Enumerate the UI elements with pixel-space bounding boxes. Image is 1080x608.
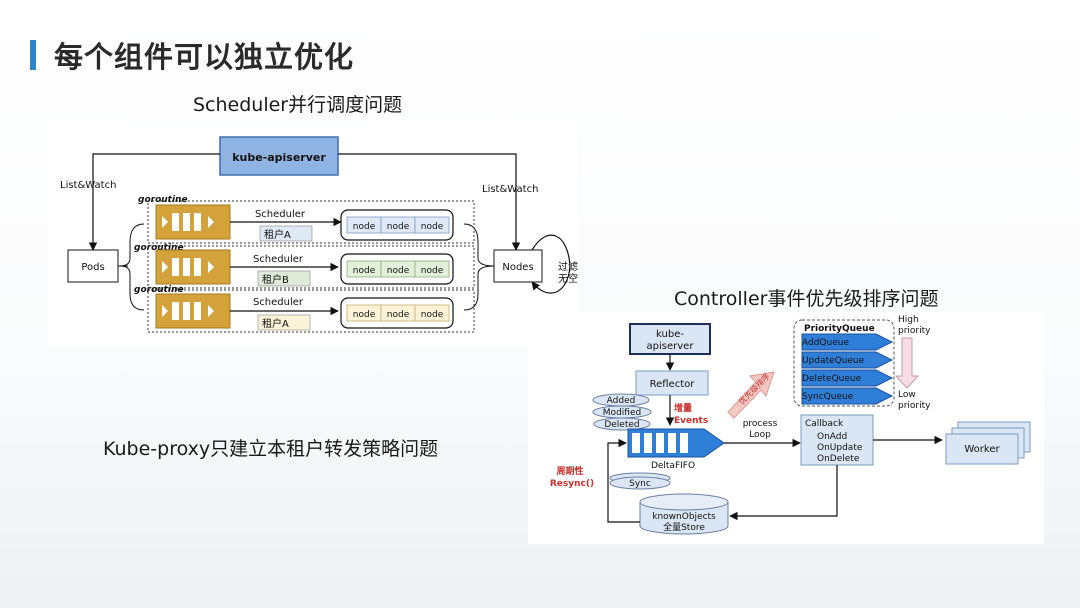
scheduler-label-1: Scheduler [255,209,306,220]
scheduler-diagram-panel: kube-apiserver List&Watch List&Watch Pod… [48,124,634,346]
goroutine-queue-icon-2 [155,249,231,285]
node-3-2-label: node [387,310,410,320]
callback-box [800,414,874,466]
goroutine-label-1: goroutine [138,195,188,205]
right-brace [463,223,495,311]
node-1-1-label: node [353,222,376,232]
controller-diagram: kube- apiserver Reflector Added Modified… [550,315,1031,535]
left-brace [119,223,145,311]
goroutine-row-2: goroutine Scheduler 租户B node node node [134,243,475,289]
modified-label: Modified [603,408,641,418]
node-2-1-label: node [353,266,376,276]
nodes-label: Nodes [502,262,533,273]
goroutine-label-2: goroutine [134,243,184,253]
resync-arrow [607,438,640,523]
reflector-label: Reflector [650,379,696,390]
list-watch-left-arrow [88,153,220,251]
queue-delete-label: DeleteQueue [802,374,862,384]
periodic-label-1: 周期性 [556,465,583,477]
callback-to-store-arrow [729,465,838,521]
node-3-3 [414,304,450,322]
scheduler-label-3: Scheduler [253,297,304,308]
on-update-label: OnUpdate [817,443,863,453]
filter-note-1: 过滤掉 [558,260,578,273]
nodes-filter-loop-arrow [531,234,571,294]
ctrl-apiserver-label-2: apiserver [647,341,695,352]
on-add-label: OnAdd [817,432,847,442]
queue-update [801,351,894,369]
goroutine-row-3: goroutine Scheduler 租户A node node node [134,285,475,333]
list-watch-right-label: List&Watch [482,184,538,195]
goroutine-queue-icon-3 [155,293,231,329]
node-2-3-label: node [421,266,444,276]
low-priority-label-2: priority [898,401,931,411]
pods-box [67,249,119,283]
priority-down-arrow [894,337,920,389]
process-label-1: process [743,419,778,429]
sync-label: Sync [629,479,651,489]
goroutine-row-1: goroutine Scheduler 租户A node node node [138,195,475,244]
callback-title: Callback [805,419,844,429]
known-label-1: knownObjects [652,512,716,522]
node-3-3-label: node [421,310,444,320]
node-1-3 [414,216,450,234]
queue-sync [801,387,894,405]
page-title: 每个组件可以独立优化 [54,40,355,74]
queue-add-label: AddQueue [802,338,849,348]
low-priority-label-1: Low [898,390,916,400]
apiserver-box [219,136,339,176]
sync-pill [609,476,671,490]
controller-diagram-panel: kube- apiserver Reflector Added Modified… [528,312,1044,544]
tenant-box-2 [257,270,311,287]
priority-queue-title: PriorityQueue [804,324,875,334]
goroutine-label-3: goroutine [134,285,184,295]
deleted-pill [593,417,651,431]
sort-arrow-icon [727,371,775,419]
reflector-box [635,370,709,396]
ctrl-apiserver-label-1: kube- [656,329,684,340]
deleted-label: Deleted [604,420,639,430]
on-delete-label: OnDelete [817,454,860,464]
controller-caption: Controller事件优先级排序问题 [674,288,939,310]
tenant-label-1: 租户A [264,228,291,241]
tenant-box-3 [257,314,311,331]
queue-update-label: UpdateQueue [802,356,865,366]
added-label: Added [607,396,636,406]
process-label-2: Loop [749,430,771,440]
incremental-label-2: Events [674,416,708,426]
node-2-2-label: node [387,266,410,276]
queue-delete [801,369,894,387]
scheduler-label-2: Scheduler [253,254,304,265]
incremental-label-1: 增量 [674,402,692,414]
pods-label: Pods [81,262,104,273]
list-watch-left-label: List&Watch [60,180,116,191]
node-1-2-label: node [387,222,410,232]
kubeproxy-caption: Kube-proxy只建立本租户转发策略问题 [103,438,439,460]
tenant-label-3: 租户A [262,317,289,330]
apiserver-label: kube-apiserver [232,151,326,164]
scheduler-diagram: kube-apiserver List&Watch List&Watch Pod… [60,136,634,333]
periodic-label-2: Resync() [550,479,594,489]
filter-note-2: 无空闲资源Node [558,272,578,285]
list-watch-right-arrow [338,153,521,251]
goroutine-queue-icon-1 [155,204,231,240]
tenant-label-2: 租户B [262,273,289,286]
node-2-3 [414,260,450,278]
queue-sync-label: SyncQueue [802,392,854,402]
scheduler-caption: Scheduler并行调度问题 [193,94,403,116]
known-label-2: 全量Store [663,521,705,533]
high-priority-label-1: High [898,315,919,325]
worker-label: Worker [964,444,1000,455]
node-3-1-label: node [353,310,376,320]
title-accent-bar [30,40,36,70]
known-objects-store [639,493,729,535]
worker-stack [945,421,1031,465]
deltafifo-label: DeltaFIFO [651,461,695,471]
deltafifo-icon [627,428,725,458]
node-1-3-label: node [421,222,444,232]
high-priority-label-2: priority [898,326,931,336]
queue-add [801,333,894,351]
tenant-box-1 [259,225,313,242]
